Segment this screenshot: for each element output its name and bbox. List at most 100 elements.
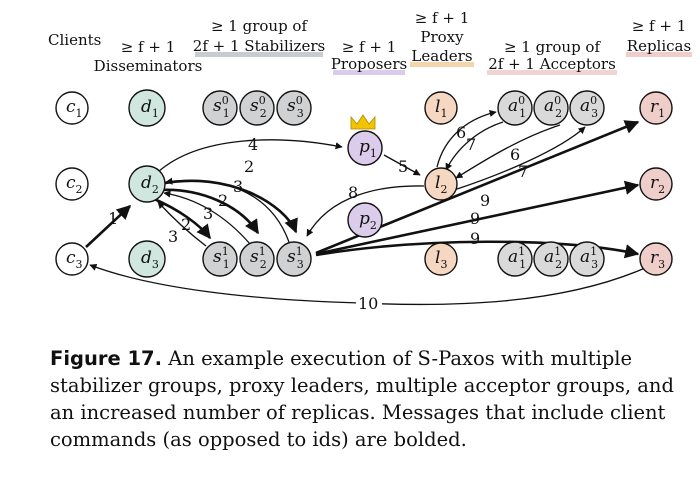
label-message-9-b: 9 — [470, 209, 480, 228]
label-message-6-a: 6 — [456, 123, 466, 142]
label-message-10: 10 — [358, 294, 378, 313]
label-message-5: 5 — [398, 157, 408, 176]
node-p2-label: p2 — [359, 209, 377, 232]
node-s31-circle — [276, 241, 312, 277]
node-a21-circle — [533, 241, 569, 277]
node-a10-circle — [497, 90, 533, 126]
label-message-9-c: 9 — [470, 229, 480, 248]
header-leaders-count: ≥ f + 1 — [415, 9, 470, 27]
replicas-underline — [626, 52, 692, 57]
stabilizers-underline — [195, 52, 323, 57]
node-c1-circle — [55, 91, 89, 125]
acceptors-underline — [487, 70, 617, 75]
node-d3-circle — [128, 240, 166, 278]
label-message-8: 8 — [348, 183, 358, 202]
message-2-to-s31-arrow — [159, 179, 298, 234]
node-r3-label: r3 — [650, 248, 665, 271]
label-message-3-a: 3 — [233, 177, 243, 196]
node-l1-circle — [424, 91, 458, 125]
label-message-10-bg — [356, 294, 382, 312]
node-l2: l2 — [424, 167, 458, 201]
node-s30-circle — [276, 90, 312, 126]
node-c3: c3 — [55, 242, 89, 276]
message-9-to-r2-arrow — [315, 180, 640, 256]
header-disseminators-count: ≥ f + 1 — [121, 38, 176, 56]
message-3-from-s31-arrow — [165, 177, 290, 243]
message-5-arrow — [383, 154, 421, 176]
header-proposers: Proposers — [331, 55, 407, 73]
label-message-2-a: 2 — [244, 157, 254, 176]
node-r2-label: r2 — [650, 173, 665, 196]
node-c2-label: c2 — [66, 173, 83, 196]
message-8-arrow — [306, 185, 425, 237]
node-d1-circle — [128, 89, 166, 127]
node-r3: r3 — [639, 242, 673, 276]
node-c2: c2 — [55, 167, 89, 201]
label-message-3-c: 3 — [168, 227, 178, 246]
s-paxos-diagram: Clients ≥ f + 1 Disseminators ≥ 1 group … — [48, 9, 692, 313]
label-message-2-b: 2 — [218, 191, 228, 210]
node-l2-label: l2 — [435, 173, 447, 196]
node-d1: d1 — [128, 89, 166, 127]
label-message-2-c: 2 — [181, 215, 191, 234]
node-r2: r2 — [639, 167, 673, 201]
node-r1-label: r1 — [650, 97, 665, 120]
node-s10-circle — [202, 90, 238, 126]
node-d1-label: d1 — [141, 97, 159, 120]
caption-text: An example execution of S-Paxos with mul… — [50, 347, 674, 451]
message-2-to-s21-arrow — [159, 188, 260, 235]
figure-caption: Figure 17. An example execution of S-Pax… — [50, 345, 680, 453]
node-r1-circle — [639, 91, 673, 125]
node-a20-circle — [533, 90, 569, 126]
node-p1-label: p1 — [359, 137, 377, 160]
message-6b-arrow — [455, 124, 561, 179]
message-7-arrow — [445, 121, 504, 171]
node-p2: p2 — [347, 202, 383, 238]
message-6-arrow — [436, 109, 497, 168]
label-message-4: 4 — [248, 135, 258, 154]
label-message-9-a: 9 — [480, 191, 490, 210]
label-message-1: 1 — [108, 209, 118, 228]
node-c1: c1 — [55, 91, 89, 125]
header-replicas: Replicas — [627, 37, 691, 55]
label-message-6-b: 6 — [510, 145, 520, 164]
message-3-from-s11-arrow — [157, 201, 207, 247]
node-l3-label: l3 — [435, 248, 447, 271]
leaders-underline — [410, 62, 474, 67]
header-leaders-line2: Leaders — [411, 47, 472, 65]
message-4-arrow — [157, 139, 343, 173]
header-acceptors: 2f + 1 Acceptors — [488, 55, 616, 73]
header-leaders-line1: Proxy — [420, 28, 464, 46]
label-message-3-b: 3 — [203, 204, 213, 223]
label-message-7-a: 7 — [466, 135, 476, 154]
node-s11-circle — [202, 241, 238, 277]
node-l2-circle — [424, 167, 458, 201]
message-7b-arrow — [453, 126, 586, 191]
node-p1: p1 — [347, 130, 383, 166]
node-l3: l3 — [424, 242, 458, 276]
node-s21-circle — [239, 241, 275, 277]
message-9-to-r3-arrow — [315, 240, 640, 259]
header-acceptors-count: ≥ 1 group of — [504, 38, 602, 56]
leader-crown-icon — [350, 114, 376, 130]
node-r1: r1 — [639, 91, 673, 125]
node-l1-label: l1 — [435, 97, 447, 120]
